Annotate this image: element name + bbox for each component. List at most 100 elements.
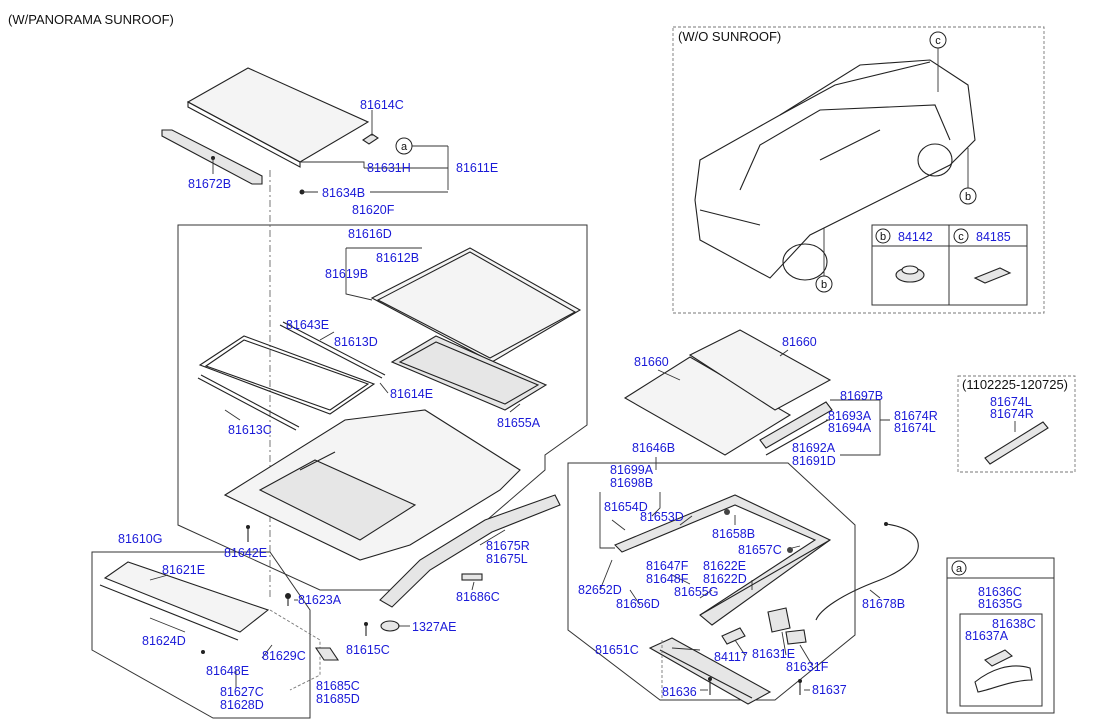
- label-81628D: 81628D: [220, 698, 264, 712]
- rail-mechanism: [614, 494, 832, 626]
- label-81657C: 81657C: [738, 543, 782, 557]
- weatherstrip-81619B: [376, 251, 577, 359]
- deflector-81621E: [99, 561, 270, 641]
- arm-81685C: [314, 647, 340, 661]
- inset-a-81638C: 81638C: [992, 617, 1036, 631]
- label-81694A: 81694A: [828, 421, 872, 435]
- label-81631H: 81631H: [367, 161, 411, 175]
- label-81685D: 81685D: [316, 692, 360, 706]
- label-81691D: 81691D: [792, 454, 836, 468]
- label-81642E: 81642E: [224, 546, 267, 560]
- sunshade-81660-left: [623, 356, 792, 456]
- inset-a-81635G: 81635G: [978, 597, 1022, 611]
- frame-81655A: [390, 335, 548, 411]
- tape-84185-icon: [973, 267, 1012, 284]
- variant-title: (W/PANORAMA SUNROOF): [8, 12, 174, 27]
- sunshade-81660-right: [688, 329, 832, 411]
- callout-a-marker: [395, 137, 413, 155]
- label-81613C: 81613C: [228, 423, 272, 437]
- seal-81613D: [198, 335, 376, 415]
- label-81648F: 81648F: [646, 572, 689, 586]
- label-81651C: 81651C: [595, 643, 639, 657]
- bolt-81623A: [285, 593, 291, 606]
- label-81678B: 81678B: [862, 597, 905, 611]
- assembly-frame-81620F: [177, 224, 588, 591]
- drain-hose-81678B: [815, 522, 919, 621]
- callout-a-text: a: [401, 141, 408, 153]
- label-1327AE: 1327AE: [412, 620, 456, 634]
- label-81614C: 81614C: [360, 98, 404, 112]
- label-81672B: 81672B: [188, 177, 231, 191]
- molding-81613C: [197, 374, 300, 431]
- table-part-84142: 84142: [898, 230, 933, 244]
- label-81658B: 81658B: [712, 527, 755, 541]
- label-81648E: 81648E: [206, 664, 249, 678]
- inset-wo-sunroof: (W/O SUNROOF) c b b b 84142 c 84185: [672, 26, 1045, 314]
- table-part-84185: 84185: [976, 230, 1011, 244]
- label-81631F: 81631F: [786, 660, 829, 674]
- label-81615C: 81615C: [346, 643, 390, 657]
- part-labels: 81614C 81631H 81611E 81672B 81634B 81620…: [118, 98, 938, 712]
- label-81643E: 81643E: [286, 318, 329, 332]
- clip-81686C: [461, 573, 483, 581]
- label-81675R: 81675R: [486, 539, 530, 553]
- inset-date-81674R: 81674R: [990, 407, 1034, 421]
- inset-a-ref: a: [956, 563, 963, 575]
- deflector-guide-line: [269, 609, 321, 691]
- bolt-81615C: [364, 622, 368, 636]
- label-81629C: 81629C: [262, 649, 306, 663]
- label-81614E: 81614E: [390, 387, 433, 401]
- label-81675L: 81675L: [486, 552, 528, 566]
- label-81699A: 81699A: [610, 463, 654, 477]
- table-ref-b: b: [880, 231, 886, 243]
- inset-a-81637A: 81637A: [965, 629, 1009, 643]
- label-81692A: 81692A: [792, 441, 836, 455]
- roof-rail-81672B: [161, 129, 263, 185]
- leader-lines: [149, 110, 890, 691]
- label-81685C: 81685C: [316, 679, 360, 693]
- inset-a: a 81636C 81635G 81638C 81637A: [946, 557, 1055, 714]
- bolt-81637: [798, 679, 802, 695]
- label-81686C: 81686C: [456, 590, 500, 604]
- label-81623A: 81623A: [298, 593, 342, 607]
- label-81660-left: 81660: [634, 355, 669, 369]
- label-81655G: 81655G: [674, 585, 718, 599]
- label-81619B: 81619B: [325, 267, 368, 281]
- label-81655A: 81655A: [497, 416, 541, 430]
- label-84117: 84117: [714, 650, 748, 664]
- label-81647F: 81647F: [646, 559, 689, 573]
- front-frame-81651C: [648, 637, 772, 705]
- roof-trim-81675: [379, 494, 561, 608]
- nut-1327AE: [380, 620, 400, 632]
- inset-wo-sunroof-title: (W/O SUNROOF): [678, 29, 781, 44]
- label-81693A: 81693A: [828, 409, 872, 423]
- label-81622D: 81622D: [703, 572, 747, 586]
- label-81654D: 81654D: [604, 500, 648, 514]
- inset-date-81674L: 81674L: [990, 395, 1032, 409]
- clip-81614C: [362, 133, 379, 145]
- label-81622E: 81622E: [703, 559, 746, 573]
- label-82652D: 82652D: [578, 583, 622, 597]
- label-81660-right: 81660: [782, 335, 817, 349]
- label-81656D: 81656D: [616, 597, 660, 611]
- clip-81648E: [201, 650, 205, 654]
- molding-81643E: [279, 321, 386, 379]
- label-81653D: 81653D: [640, 510, 684, 524]
- label-81610G: 81610G: [118, 532, 162, 546]
- glass-81612B: [370, 247, 582, 363]
- table-ref-c: c: [958, 231, 964, 243]
- label-81634B: 81634B: [322, 186, 365, 200]
- inset-date-range: (1102225-120725) 81674L 81674R: [957, 375, 1076, 473]
- molding-81674-icon: [984, 421, 1049, 465]
- label-81621E: 81621E: [162, 563, 205, 577]
- label-81611E: 81611E: [456, 161, 498, 175]
- inset-callout-b-rear: b: [965, 191, 971, 203]
- label-81697B: 81697B: [840, 389, 883, 403]
- cover-84117: [721, 627, 746, 645]
- label-81646B: 81646B: [632, 441, 675, 455]
- roof-panel-81611E: [186, 67, 370, 168]
- roof-inner-panel: [223, 409, 521, 561]
- inset-callout-c: c: [935, 35, 941, 47]
- label-81620F: 81620F: [352, 203, 395, 217]
